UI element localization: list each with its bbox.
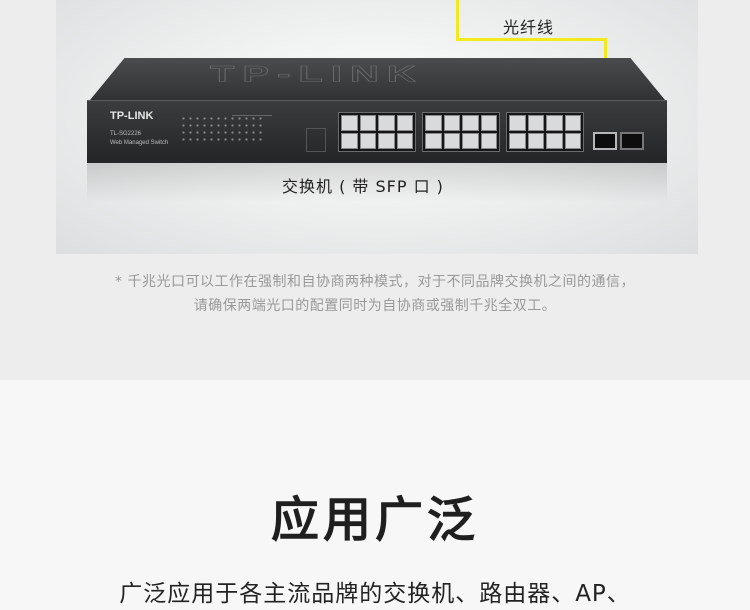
- reset-button-panel: [306, 128, 326, 152]
- rj45-port: [527, 133, 544, 149]
- fiber-cable-horizontal: [456, 38, 607, 41]
- footnote-line-1: * 千兆光口可以工作在强制和自协商两种模式，对于不同品牌交换机之间的通信，: [115, 274, 635, 290]
- led-legend: [232, 115, 272, 124]
- rj45-port: [341, 115, 358, 131]
- rj45-port: [378, 133, 395, 149]
- switch-reflection: [87, 162, 667, 202]
- rj45-port: [396, 133, 413, 149]
- sfp-port-connected: [593, 132, 617, 150]
- rj45-port: [546, 115, 563, 131]
- rj45-port: [564, 133, 581, 149]
- switch-top-panel: [90, 58, 665, 100]
- rj45-port: [425, 133, 442, 149]
- rj45-port: [341, 133, 358, 149]
- rj45-port: [359, 115, 376, 131]
- status-leds: [180, 115, 266, 145]
- rj45-port: [462, 115, 479, 131]
- fiber-cable: [456, 0, 459, 40]
- switch-caption: 交换机 ( 带 SFP 口 ): [282, 177, 444, 196]
- rj45-port: [480, 115, 497, 131]
- rj45-port: [425, 115, 442, 131]
- rj45-port: [378, 115, 395, 131]
- switch-model: TL-SG2226: [110, 131, 142, 137]
- switch-top-logo: TP-LINK: [210, 62, 424, 87]
- rj45-port: [509, 115, 526, 131]
- sfp-port: [620, 132, 644, 150]
- section-body: 广泛应用于各主流品牌的交换机、路由器、AP、: [119, 581, 631, 607]
- switch-brand: TP-LINK: [110, 110, 154, 122]
- rj45-port: [443, 115, 460, 131]
- rj45-port: [509, 133, 526, 149]
- rj45-port: [527, 115, 544, 131]
- rj45-port: [462, 133, 479, 149]
- port-group: [506, 112, 584, 152]
- rj45-port: [443, 133, 460, 149]
- rj45-port: [396, 115, 413, 131]
- port-group: [338, 112, 416, 152]
- ethernet-ports: [338, 112, 584, 152]
- port-group: [422, 112, 500, 152]
- section-title: 应用广泛: [270, 492, 479, 548]
- rj45-port: [359, 133, 376, 149]
- footnote-line-2: 请确保两端光口的配置同时为自协商或强制千兆全双工。: [193, 298, 557, 314]
- rj45-port: [480, 133, 497, 149]
- rj45-port: [564, 115, 581, 131]
- fiber-label: 光纤线: [503, 18, 555, 37]
- rj45-port: [546, 133, 563, 149]
- switch-description: Web Managed Switch: [110, 140, 169, 146]
